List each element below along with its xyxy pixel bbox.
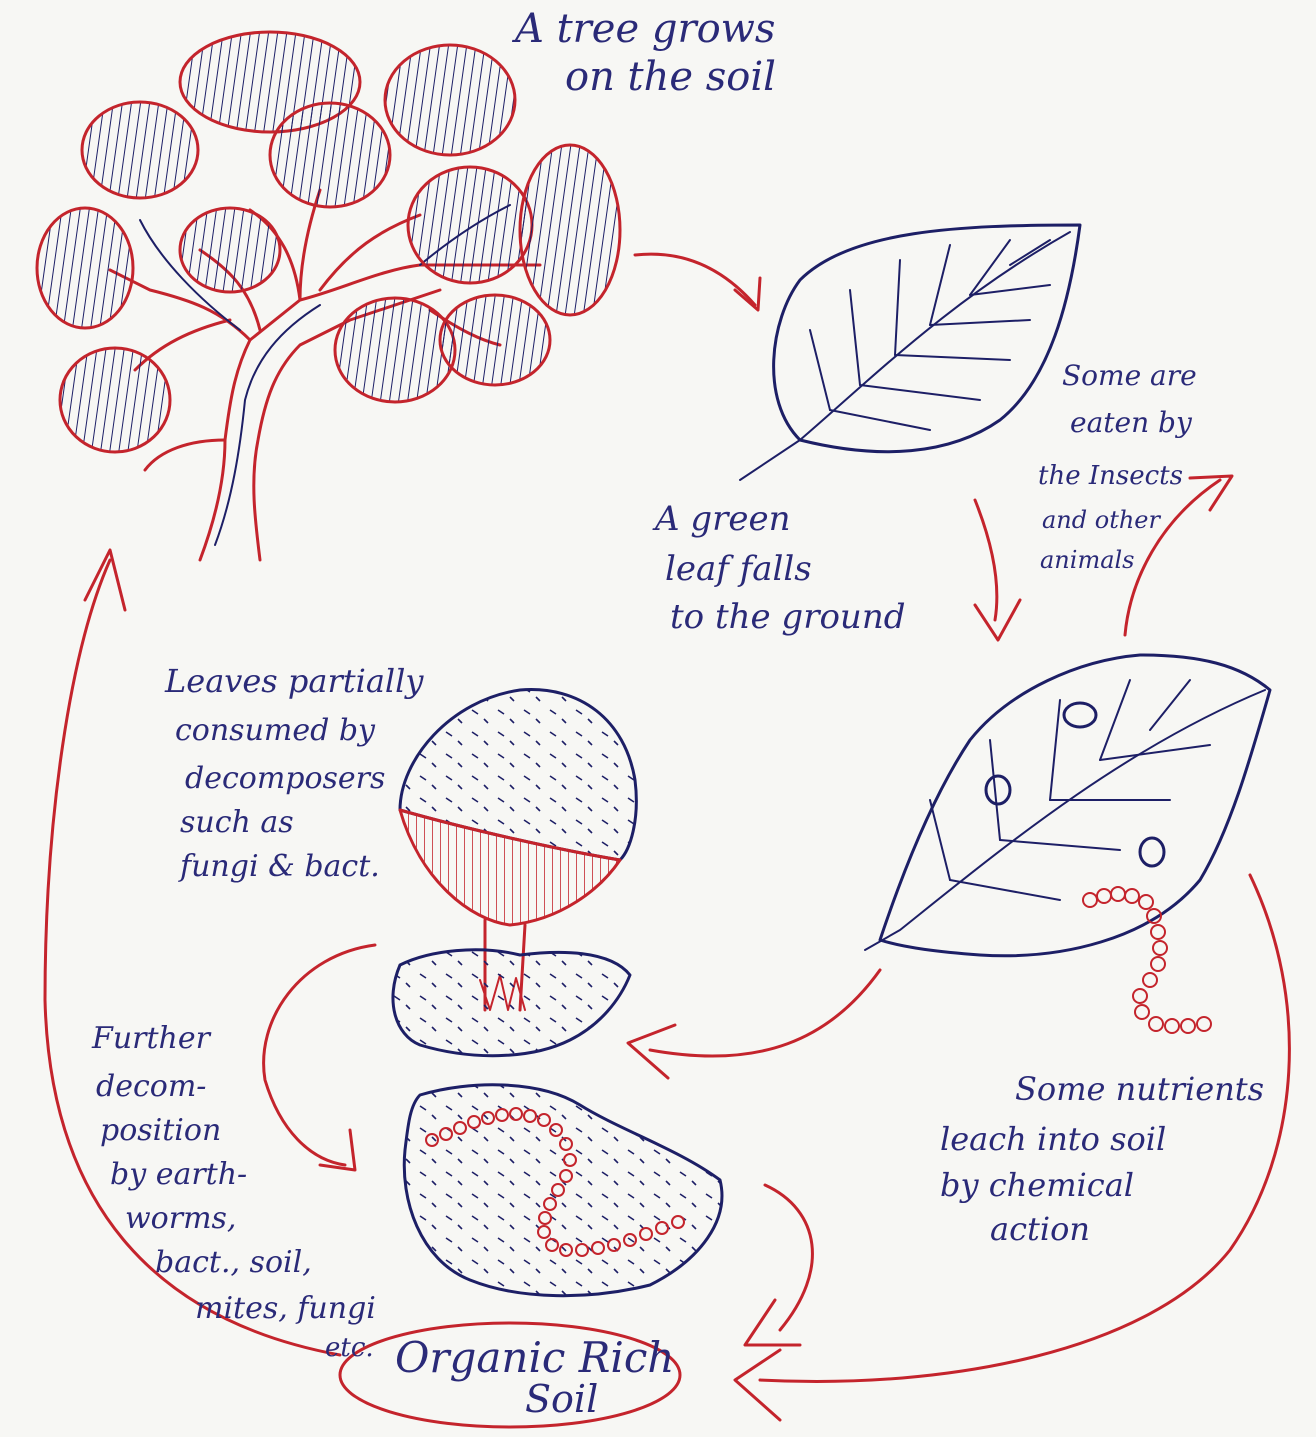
caterpillar-illustration <box>1083 887 1211 1033</box>
label-organic-soil-line2: Soil <box>525 1377 598 1421</box>
label-green-leaf-line1: A green <box>652 499 791 539</box>
eaten-leaf-illustration <box>865 655 1270 1033</box>
label-eaten-line2: eaten by <box>1070 406 1193 439</box>
label-organic-soil: Organic Rich Soil <box>395 1333 674 1421</box>
label-nutrients-line1: Some nutrients <box>1015 1070 1264 1108</box>
arrow-fungi-to-soil <box>264 945 375 1165</box>
arrow-eaten <box>1125 480 1220 635</box>
label-eaten-line3: the Insects <box>1038 461 1183 491</box>
label-further: Further decom- position by earth- worms,… <box>91 1021 376 1363</box>
green-leaf-illustration <box>740 225 1080 480</box>
label-nutrients-line3: by chemical <box>940 1166 1134 1204</box>
label-eaten-line5: animals <box>1040 546 1135 574</box>
arrow-lump-to-soil-head <box>745 1300 800 1345</box>
label-green-leaf-line2: leaf falls <box>665 549 812 589</box>
label-further-line3: position <box>100 1113 221 1148</box>
label-decomposers-line4: such as <box>180 805 294 840</box>
label-organic-soil-line1: Organic Rich <box>395 1333 674 1382</box>
label-tree: A tree grows on the soil <box>511 6 776 100</box>
arrow-nutrients-to-soil-head <box>735 1350 780 1420</box>
label-eaten: Some are eaten by the Insects and other … <box>1038 359 1197 574</box>
label-decomposers-line5: fungi & bact. <box>178 849 380 884</box>
label-decomposers: Leaves partially consumed by decomposers… <box>164 662 424 884</box>
arrow-leaf-falls <box>975 500 997 620</box>
label-green-leaf-line3: to the ground <box>670 597 905 637</box>
label-decomposers-line2: consumed by <box>175 713 376 748</box>
arrow-eaten-head <box>1190 476 1232 510</box>
label-further-line8: etc. <box>325 1333 374 1363</box>
label-further-line7: mites, fungi <box>195 1291 376 1326</box>
label-decomposers-line1: Leaves partially <box>164 662 424 700</box>
label-nutrients: Some nutrients leach into soil by chemic… <box>940 1070 1264 1248</box>
label-further-line4: by earth- <box>110 1157 247 1192</box>
arrow-lump-to-soil <box>765 1185 812 1330</box>
label-further-line6: bact., soil, <box>155 1245 312 1280</box>
arrow-tree-to-leaf <box>635 254 755 305</box>
label-tree-line2: on the soil <box>565 54 776 100</box>
label-eaten-line1: Some are <box>1062 359 1197 392</box>
arrow-soil-to-tree-head <box>85 550 125 610</box>
arrow-leaf-to-fungi <box>650 970 880 1056</box>
label-decomposers-line3: decomposers <box>185 761 385 796</box>
label-further-line2: decom- <box>96 1069 206 1104</box>
tree-illustration <box>37 32 620 560</box>
label-green-leaf: A green leaf falls to the ground <box>652 499 905 637</box>
label-tree-line1: A tree grows <box>511 6 775 52</box>
label-eaten-line4: and other <box>1042 506 1162 534</box>
label-nutrients-line4: action <box>990 1210 1090 1248</box>
label-further-line1: Further <box>91 1021 212 1056</box>
mushroom-illustration <box>393 690 636 1056</box>
label-further-line5: worms, <box>125 1201 236 1236</box>
soil-lump-illustration <box>404 1085 722 1296</box>
label-nutrients-line2: leach into soil <box>940 1120 1166 1158</box>
